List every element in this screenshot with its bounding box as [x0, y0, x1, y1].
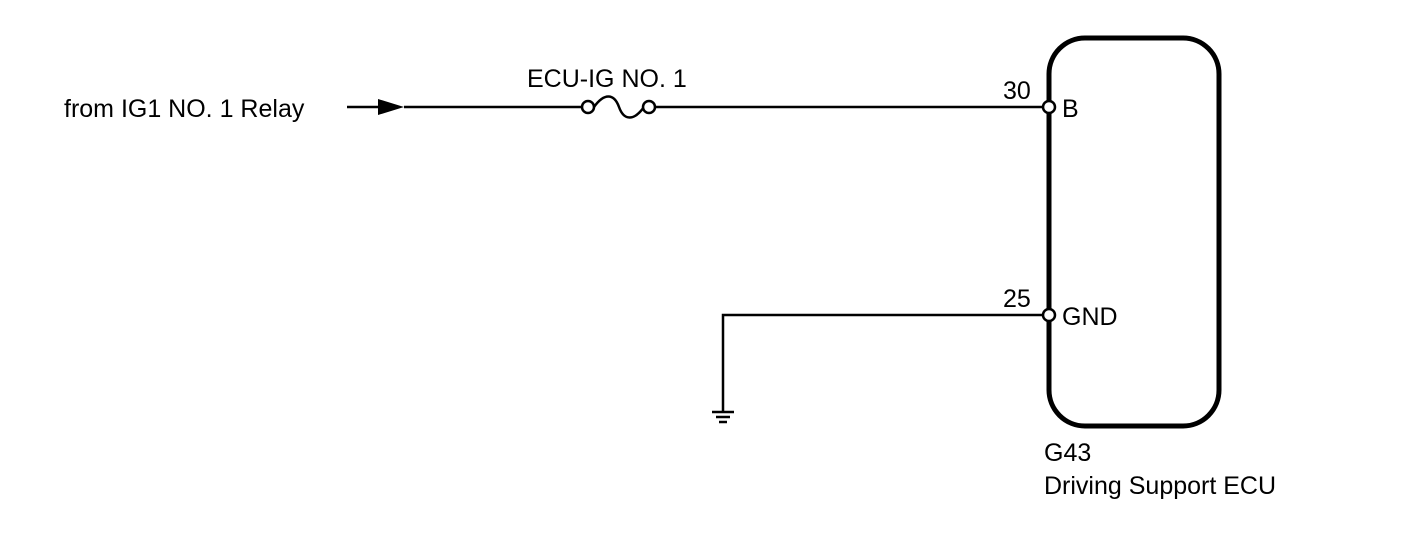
ecu-connector-label: G43: [1044, 439, 1091, 467]
pin-25-number: 25: [1003, 285, 1031, 313]
ground-icon: [712, 410, 734, 424]
arrow-right-icon: [347, 99, 404, 115]
fuse-icon: [580, 95, 657, 119]
wire-pin-gnd-to-ground: [721, 313, 1043, 412]
pin-gnd-name: GND: [1062, 303, 1118, 331]
pin-30-terminal: [1041, 99, 1057, 115]
pin-25-terminal: [1041, 307, 1057, 323]
ecu-box: [1046, 35, 1222, 429]
fuse-label: ECU-IG NO. 1: [527, 65, 687, 93]
pin-30-number: 30: [1003, 77, 1031, 105]
ecu-name-label: Driving Support ECU: [1044, 472, 1276, 500]
pin-b-name: B: [1062, 95, 1079, 123]
source-label: from IG1 NO. 1 Relay: [64, 95, 305, 123]
